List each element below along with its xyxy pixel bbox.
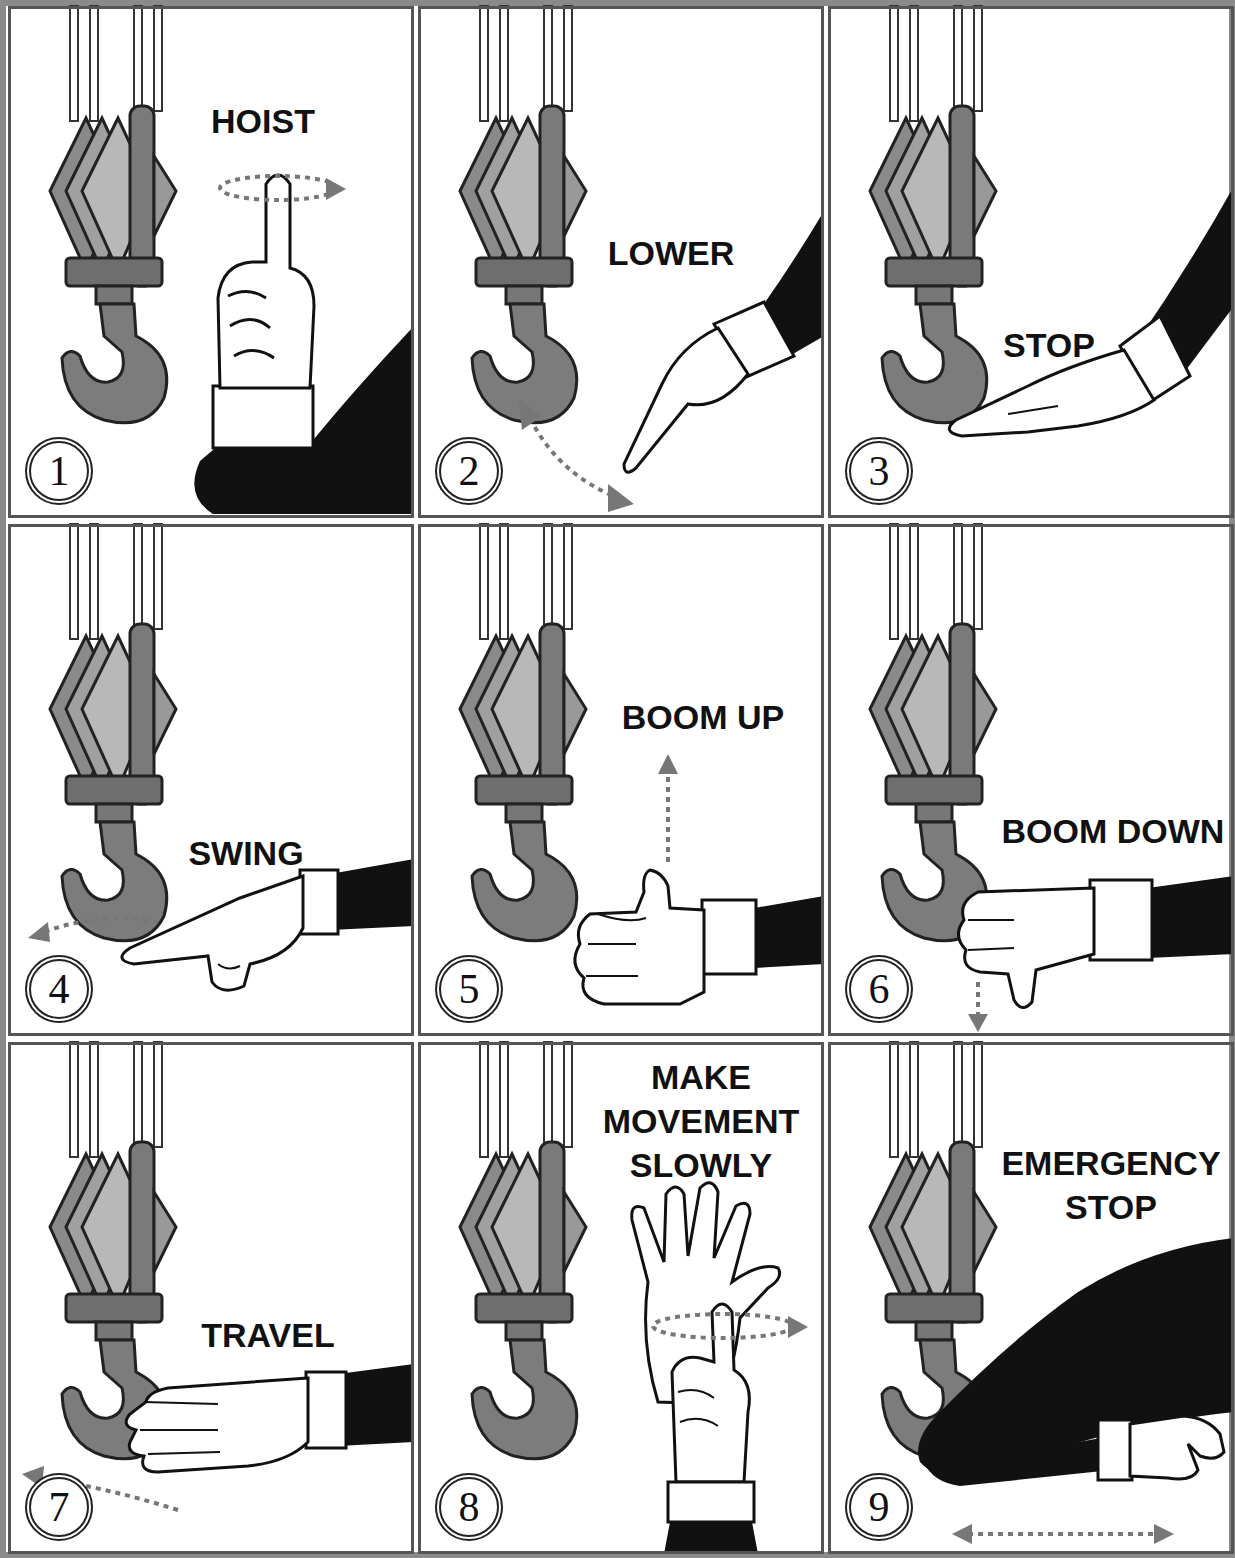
boom-up-signal-part — [460, 524, 586, 941]
callout-number: 6 — [845, 955, 913, 1023]
callout-number-text: 6 — [851, 961, 907, 1017]
boom-down-signal-part — [968, 920, 1014, 950]
signal-label: LOWER — [571, 231, 771, 275]
callout-number-text: 5 — [441, 961, 497, 1017]
emergency-stop-signal-part — [968, 1532, 1158, 1536]
callout-number-text: 8 — [441, 1479, 497, 1535]
signal-label: STOP — [964, 323, 1134, 367]
boom-up-signal-part — [666, 772, 670, 862]
travel-signal-part — [126, 1378, 308, 1472]
travel-signal-part — [338, 1364, 414, 1446]
boom-up-signal-part — [586, 914, 646, 976]
swing-signal-part — [28, 922, 50, 942]
boom-down-signal-part — [976, 982, 980, 1016]
swing-signal-part — [50, 524, 176, 941]
hoist-signal-part — [326, 178, 346, 200]
callout-number-text: 7 — [31, 1479, 87, 1535]
boom-up-signal — [460, 524, 824, 1004]
swing-signal-part — [330, 859, 414, 930]
callout-number: 9 — [845, 1473, 913, 1541]
lower-signal-part — [608, 484, 634, 512]
signal-label: BOOM UP — [593, 695, 813, 739]
hoist-signal — [50, 6, 414, 514]
emergency-stop-signal — [870, 1042, 1234, 1544]
slow-signal-part — [668, 1482, 754, 1522]
callout-number: 2 — [435, 437, 503, 505]
signal-label: TRAVEL — [168, 1313, 368, 1357]
callout-number: 7 — [25, 1473, 93, 1541]
swing-signal-part — [218, 964, 240, 969]
callout-number: 8 — [435, 1473, 503, 1541]
boom-down-signal-part — [1148, 876, 1234, 958]
slow-signal-part — [664, 1522, 758, 1554]
travel-signal-part — [306, 1372, 346, 1448]
stop-signal-part — [1008, 406, 1058, 414]
hoist-signal-part — [228, 291, 274, 358]
callout-number: 4 — [25, 955, 93, 1023]
swing-signal-part — [122, 876, 303, 990]
signal-label: EMERGENCY STOP — [980, 1141, 1235, 1229]
callout-number: 1 — [25, 437, 93, 505]
signal-label: MAKE MOVEMENT SLOWLY — [576, 1055, 826, 1188]
signal-panel: HOIST 1 — [8, 6, 414, 518]
callout-number-text: 9 — [851, 1479, 907, 1535]
boom-up-signal-part — [754, 896, 824, 968]
lower-signal-part — [518, 398, 542, 430]
slow-signal-part — [460, 1042, 586, 1459]
boom-up-signal-part — [702, 900, 756, 974]
signal-label: SWING — [151, 831, 341, 875]
emergency-stop-signal-part — [1154, 1524, 1174, 1544]
hoist-signal-part — [213, 386, 313, 448]
slow-signal-part — [653, 1314, 793, 1338]
boom-up-signal-part — [575, 870, 704, 1004]
signal-label: HOIST — [163, 99, 363, 143]
travel-signal — [22, 1042, 414, 1510]
boom-down-signal — [870, 524, 1234, 1032]
signal-panel: SWING 4 — [8, 524, 414, 1036]
signal-label: BOOM DOWN — [995, 809, 1231, 853]
emergency-stop-signal-part — [952, 1524, 972, 1544]
callout-number-text: 3 — [851, 443, 907, 499]
swing-signal-part — [300, 870, 338, 934]
hoist-signal-part — [218, 175, 314, 388]
callout-number: 5 — [435, 955, 503, 1023]
boom-down-signal-part — [1090, 880, 1152, 960]
emergency-stop-signal-part — [1130, 1416, 1224, 1479]
lower-signal-part — [530, 418, 618, 498]
slow-signal-part — [788, 1316, 808, 1338]
signal-panel: BOOM UP 5 — [418, 524, 824, 1036]
stop-signal — [870, 6, 1234, 436]
emergency-stop-signal-part — [1098, 1420, 1132, 1480]
lower-signal-part — [624, 328, 748, 472]
callout-number: 3 — [845, 437, 913, 505]
boom-down-signal-part — [958, 888, 1094, 1008]
emergency-stop-signal-part — [924, 1436, 1112, 1486]
callout-number-text: 1 — [31, 443, 87, 499]
travel-signal-part — [140, 1402, 220, 1454]
boom-up-signal-part — [658, 754, 678, 774]
signal-panel: LOWER 2 — [418, 6, 824, 518]
callout-number-text: 4 — [31, 961, 87, 1017]
slow-signal-part — [678, 1390, 718, 1426]
swing-signal — [28, 524, 414, 990]
lower-signal-part — [460, 6, 586, 423]
swing-signal-part — [44, 919, 158, 932]
hoist-signal-part — [220, 176, 336, 200]
slow-signal-part — [672, 1304, 749, 1482]
signal-panel: TRAVEL 7 — [8, 1042, 414, 1554]
signal-panel: MAKE MOVEMENT SLOWLY 8 — [418, 1042, 824, 1554]
boom-down-signal-part — [870, 524, 996, 941]
stop-signal-part — [870, 6, 996, 423]
signal-panel: STOP 3 — [828, 6, 1234, 518]
hoist-signal-part — [50, 6, 176, 423]
signal-panel: EMERGENCY STOP 9 — [828, 1042, 1234, 1554]
lower-signal — [460, 6, 824, 512]
callout-number-text: 2 — [441, 443, 497, 499]
boom-down-signal-part — [968, 1014, 988, 1032]
signal-panel: BOOM DOWN 6 — [828, 524, 1234, 1036]
